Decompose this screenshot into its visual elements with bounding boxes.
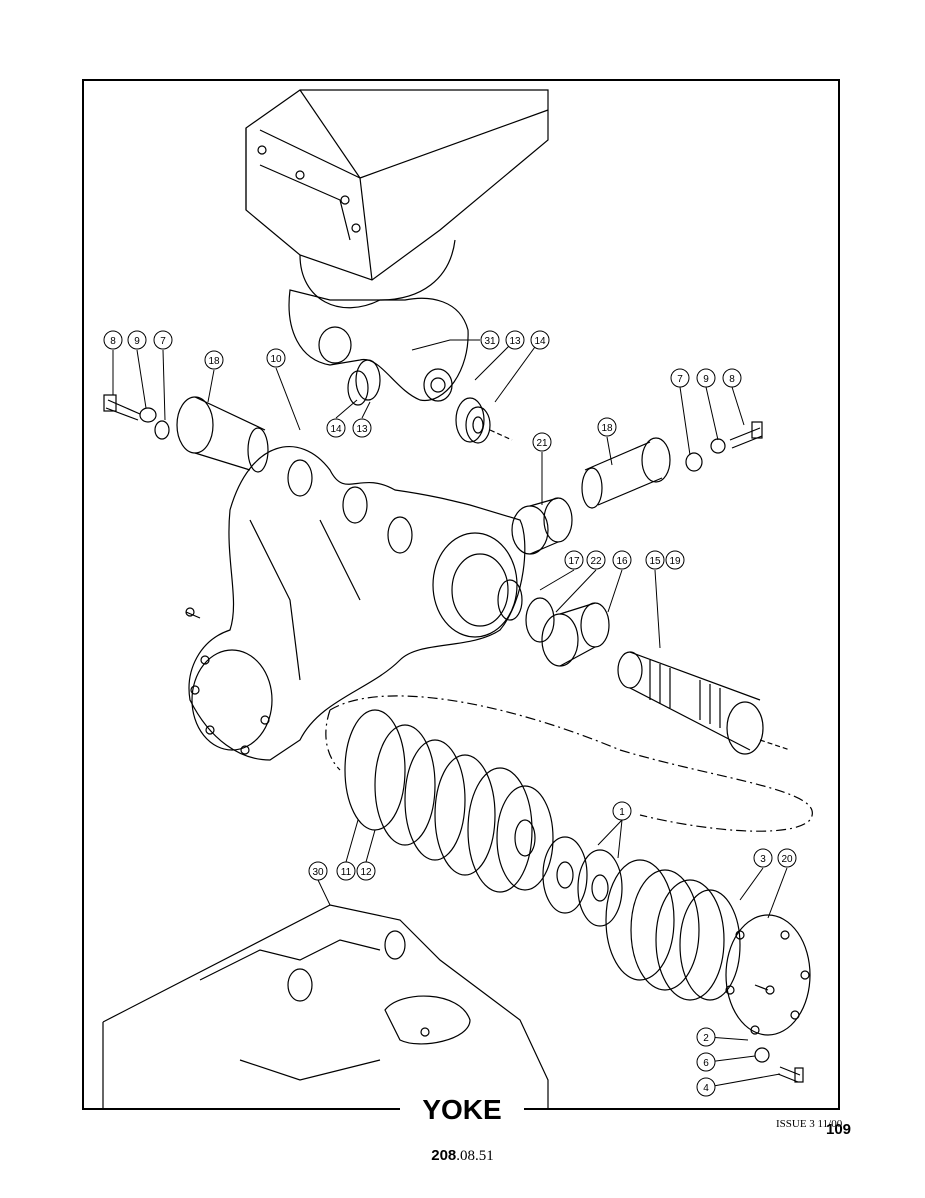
document-number: 208.08.51 [0,1147,925,1165]
yoke-body [185,446,526,761]
callout-9-left [127,330,147,350]
callout-7-right [670,368,690,388]
callout-label: 20 [781,854,793,865]
clevis [288,289,469,402]
callout-9-right [696,368,716,388]
callout-2 [696,1027,716,1047]
callout-18-left [204,350,224,370]
callout-18-right [597,417,617,437]
left-pin [103,394,269,473]
callout-13-lower [352,418,372,438]
callout-label: 4 [703,1083,709,1094]
callout-13-upper [505,330,525,350]
callout-label: 19 [669,556,681,567]
callout-label: 15 [649,556,661,567]
callout-label: 8 [110,336,116,347]
callout-8-right [722,368,742,388]
callout-label: 18 [208,356,220,367]
callout-label: 13 [356,424,368,435]
chassis [102,904,549,1108]
callout-30 [308,861,328,881]
callout-1 [612,801,632,821]
separator-plate-pack [605,859,741,1001]
spline-shaft [617,651,791,755]
callout-label: 8 [729,374,735,385]
callout-label: 7 [677,374,683,385]
callout-label: 17 [568,556,580,567]
callout-label: 1 [619,807,625,818]
boom-housing [245,89,549,309]
callout-11 [336,861,356,881]
callout-17 [564,550,584,570]
callout-19 [665,550,685,570]
callout-label: 21 [536,438,548,449]
callout-22 [586,550,606,570]
callout-20 [777,848,797,868]
callout-label: 16 [616,556,628,567]
callout-label: 3 [760,854,766,865]
callout-label: 31 [484,336,496,347]
callout-6 [696,1052,716,1072]
callout-7-left [153,330,173,350]
callout-12 [356,861,376,881]
issue-label: ISSUE 3 11/00 [776,1118,843,1130]
callout-label: 6 [703,1058,709,1069]
callout-16 [612,550,632,570]
callout-label: 14 [534,336,546,347]
callout-label: 22 [590,556,602,567]
callout-label: 18 [601,423,613,434]
callout-14-lower [326,418,346,438]
callout-label: 14 [330,424,342,435]
callout-4 [696,1077,716,1097]
callout-31 [480,330,500,350]
callout-label: 12 [360,867,372,878]
cover-plate [725,914,811,1036]
callout-label: 2 [703,1033,709,1044]
callout-8-left [103,330,123,350]
callout-10 [266,348,286,368]
right-pin [581,421,763,509]
callout-label: 10 [270,354,282,365]
callout-label: 9 [703,374,709,385]
callout-3 [753,848,773,868]
callout-14-upper [530,330,550,350]
callout-15 [645,550,665,570]
callout-label: 7 [160,336,166,347]
friction-disc-pack [344,709,554,893]
callout-label: 11 [341,867,352,878]
callout-label: 13 [509,336,521,347]
page-number: 109 [826,1121,852,1138]
callout-label: 30 [312,867,324,878]
page-title: YOKE [400,1094,524,1126]
document-number-suffix: .08.51 [456,1148,494,1164]
callout-21 [532,432,552,452]
document-number-prefix: 208 [431,1147,457,1164]
callout-label: 9 [134,336,140,347]
